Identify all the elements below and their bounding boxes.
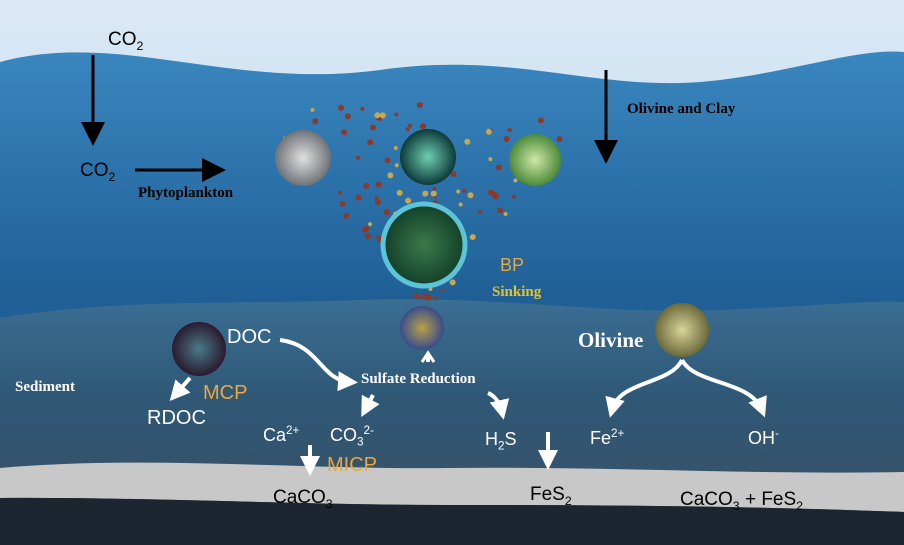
plankton-particle [341, 129, 348, 136]
plankton-particle [367, 139, 374, 146]
plankton-particle [312, 118, 319, 125]
plankton-particle [370, 124, 377, 131]
plankton-particle [343, 212, 350, 219]
plankton-particle [408, 123, 413, 128]
plankton-particle [360, 106, 365, 111]
plankton-particle [503, 212, 508, 217]
sediment-label: Sediment [15, 379, 75, 395]
phytoplankton-label: Phytoplankton [138, 185, 234, 201]
calcium-ion-label: Ca2+ [263, 424, 300, 445]
iron-ion-label: Fe2+ [590, 427, 625, 448]
plankton-particle [511, 194, 516, 199]
plankton-particle [413, 293, 420, 300]
plankton-particle [339, 200, 346, 207]
plankton-particle [497, 207, 504, 214]
plankton-particle [513, 178, 518, 183]
plankton-particle [488, 157, 493, 162]
plankton-particle [355, 194, 362, 201]
plankton-particle [422, 190, 429, 197]
plankton-particle [425, 294, 432, 301]
plankton-particle [464, 138, 471, 145]
plankton-particle [430, 190, 437, 197]
caco3-fes2-deposit-label: CaCO3 + FeS2 [680, 489, 804, 513]
plankton-particle [375, 181, 382, 188]
h2s-label: H2S [485, 429, 517, 453]
plankton-particle [379, 112, 386, 119]
plankton-particle [405, 197, 412, 204]
plankton-particle [405, 127, 410, 132]
rdoc-label: RDOC [147, 407, 206, 429]
plankton-particle [469, 234, 476, 241]
plankton-particle [337, 191, 342, 196]
plankton-particle [363, 182, 370, 189]
plankton-particle [394, 163, 399, 168]
plankton-particle [364, 233, 371, 240]
plankton-particle [467, 192, 474, 199]
plankton-particle [440, 288, 445, 293]
plankton-particle [394, 112, 399, 117]
black-arrows [81, 55, 618, 182]
co2-ocean-label: CO2 [80, 160, 116, 184]
plankton-particle [384, 157, 391, 164]
plankton-particle [383, 209, 390, 216]
plankton-particle [393, 146, 398, 151]
micp-label: MICP [327, 454, 377, 476]
plankton-particle [363, 225, 370, 232]
sinking-label: Sinking [492, 284, 542, 300]
hydroxide-ion-label: OH- [748, 427, 779, 448]
organism-images [172, 129, 709, 376]
plankton-particle [376, 234, 381, 239]
sulfate-reduction-label: Sulfate Reduction [361, 371, 476, 387]
white-arrows [169, 338, 767, 476]
plankton-particle [491, 191, 498, 198]
co2-atmosphere-label: CO2 [108, 29, 144, 53]
doc-label: DOC [227, 326, 272, 348]
plankton-particle [503, 136, 510, 143]
plankton-particle [337, 104, 344, 111]
plankton-particle [495, 164, 502, 171]
olivine-and-clay-label: Olivine and Clay [627, 101, 736, 117]
plankton-particle [432, 186, 437, 191]
fes2-deposit-label: FeS2 [530, 484, 572, 508]
plankton-particle [537, 117, 544, 124]
mcp-label: MCP [203, 382, 248, 404]
plankton-particle [456, 189, 461, 194]
plankton-particle [374, 195, 379, 200]
plankton-particle [434, 296, 439, 301]
plankton-particle [310, 107, 315, 112]
plankton-particle [485, 128, 492, 135]
plankton-particle [507, 128, 512, 133]
carbonate-ion-label: CO32- [330, 424, 374, 449]
plankton-particle [374, 112, 381, 119]
plankton-particle [450, 171, 457, 178]
plankton-particle [355, 155, 360, 160]
plankton-particle [556, 136, 563, 143]
plankton-particle [387, 172, 394, 179]
plankton-particle [458, 202, 463, 207]
caco3-deposit-label: CaCO3 [273, 487, 333, 511]
plankton-particle [374, 198, 381, 205]
plankton-particle [416, 102, 423, 109]
plankton-particle [344, 113, 351, 120]
plankton-particle [449, 279, 456, 286]
plankton-particle [419, 123, 426, 130]
plankton-particle [477, 210, 482, 215]
plankton-particle [368, 222, 373, 227]
plankton-particle [396, 189, 403, 196]
bp-label: BP [500, 255, 525, 275]
olivine-label: Olivine [578, 328, 644, 352]
plankton-particle [462, 188, 467, 193]
